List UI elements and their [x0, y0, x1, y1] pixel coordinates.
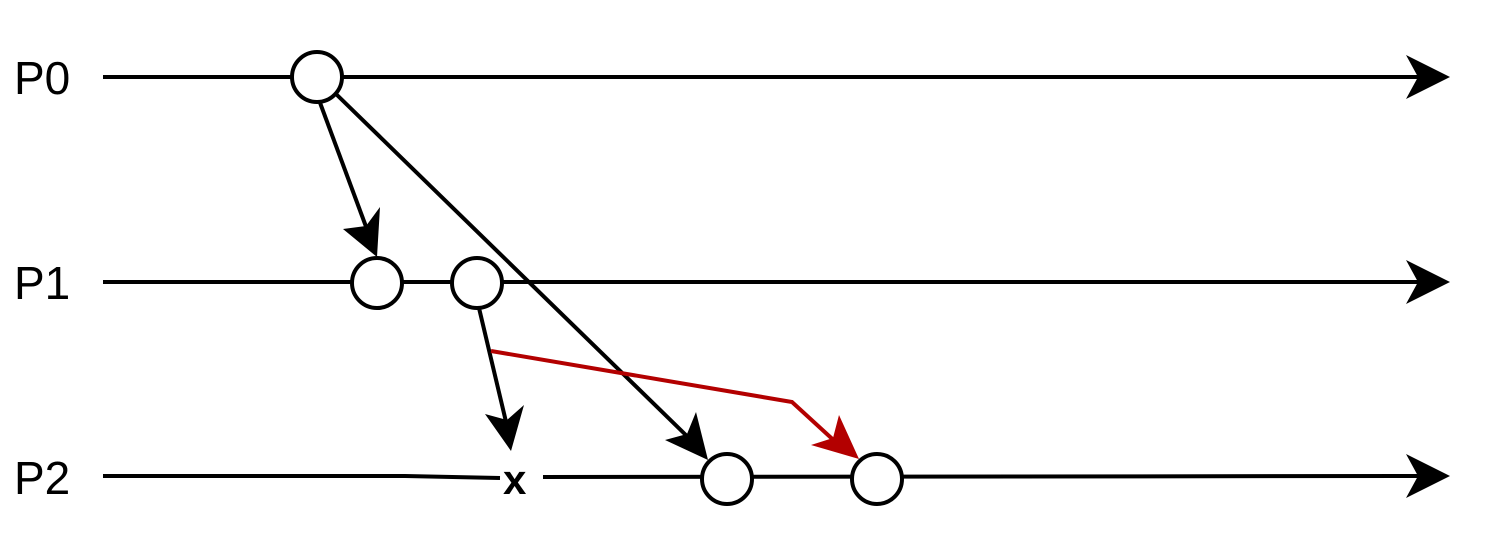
process-label-p1: P1 — [14, 257, 70, 309]
event-p2-1 — [700, 452, 754, 506]
message-p1-to-p2-lost — [477, 307, 524, 451]
timeline-p1 — [103, 260, 1450, 304]
timeline-p2 — [103, 454, 1450, 498]
message-p0-to-p2 — [334, 92, 708, 460]
event-p1-2 — [450, 256, 504, 310]
timeline-arrowhead — [1406, 55, 1450, 99]
message-arrowhead — [485, 405, 524, 451]
timeline-arrowhead — [1406, 260, 1450, 304]
process-label-p0: P0 — [14, 52, 70, 104]
timeline-arrowhead — [1406, 454, 1450, 498]
message-arrowhead — [665, 412, 708, 460]
message-arrowhead — [811, 415, 859, 459]
message-arrowhead — [343, 207, 380, 257]
lost-message-marker: x — [503, 456, 527, 503]
event-p0-1 — [290, 50, 344, 104]
event-p1-1 — [350, 256, 404, 310]
message-p0-to-p1 — [317, 99, 380, 257]
process-label-p2: P2 — [14, 452, 70, 504]
message-p1-to-p2-highlighted — [490, 349, 859, 459]
event-p2-2 — [850, 452, 904, 506]
